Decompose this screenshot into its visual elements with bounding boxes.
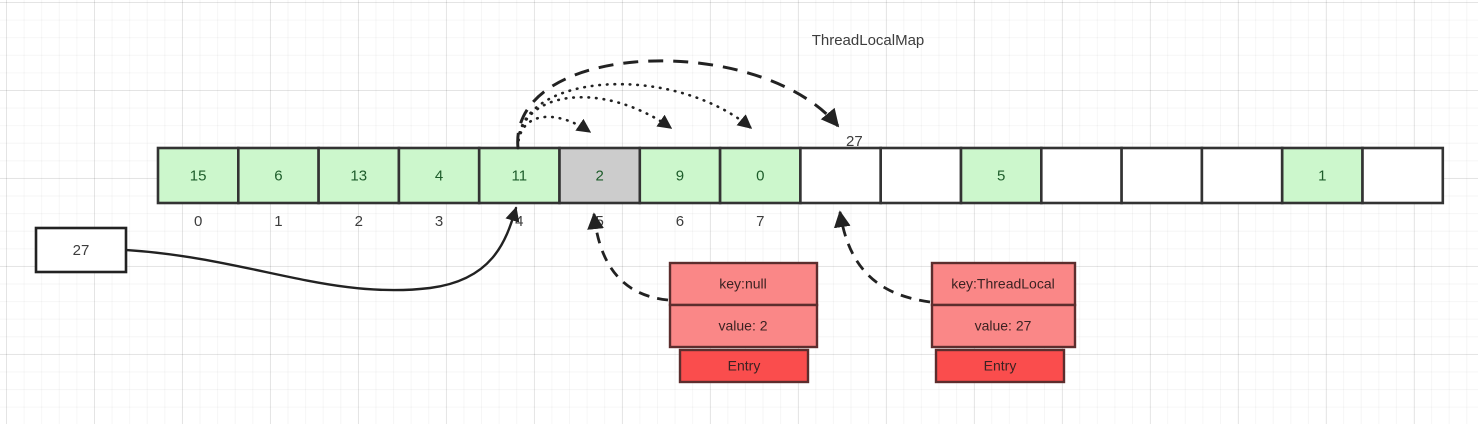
array-cell-14[interactable] [1280, 146, 1364, 205]
array-cell-value-10: 5 [997, 167, 1005, 184]
array-index-label-4: 4 [515, 213, 523, 230]
new-entry-value-cell [930, 303, 1077, 349]
array-cell-value-5: 2 [595, 167, 603, 184]
insert-arc-to-index-8 [516, 59, 840, 149]
stale-entry-footer-cell [678, 348, 810, 384]
source-value-box-rect [34, 226, 128, 274]
array-cell-value-14: 1 [1318, 167, 1326, 184]
insert-value-label: 27 [846, 133, 863, 150]
array-cell-8[interactable] [799, 146, 883, 205]
array-cell-value-3: 4 [435, 167, 443, 184]
source-to-index-4-link [124, 206, 520, 292]
stale-entry-to-index-5-link [587, 212, 669, 302]
entry-box-new: key:ThreadLocal value: 27 Entry [930, 261, 1077, 384]
stale-entry-footer-text: Entry [728, 358, 761, 374]
array-cell-value-4: 11 [512, 167, 528, 184]
entry-box-stale: key:null value: 2 Entry [668, 261, 819, 384]
array-cell-12[interactable] [1120, 146, 1204, 205]
array-cell-7[interactable] [718, 146, 802, 205]
page-title: ThreadLocalMap [812, 32, 925, 49]
array-cell-value-1: 6 [274, 167, 282, 184]
new-entry-footer-text: Entry [984, 358, 1017, 374]
array-cell-value-6: 9 [676, 167, 684, 184]
stale-entry-key-text: key:null [719, 276, 766, 292]
array-cell-value-7: 0 [756, 167, 764, 184]
array-index-label-6: 6 [676, 213, 684, 230]
stale-entry-value-text: value: 2 [718, 318, 767, 334]
stale-entry-key-cell [668, 261, 819, 307]
array-cell-1[interactable] [237, 146, 320, 205]
array-cell-0[interactable] [156, 146, 240, 205]
array-cell-10[interactable] [959, 146, 1043, 205]
array-cell-value-0: 15 [190, 167, 207, 184]
array-cell-value-2: 13 [350, 167, 367, 184]
array-index-labels: 0 1 2 3 4 5 6 7 [194, 213, 764, 230]
array-index-label-3: 3 [435, 213, 443, 230]
new-entry-key-text: key:ThreadLocal [951, 276, 1055, 292]
array-cell-5[interactable] [558, 146, 642, 205]
array-cells: 15 6 13 4 11 2 9 0 5 1 [156, 146, 1445, 205]
array-index-label-5: 5 [595, 213, 603, 230]
array-index-label-1: 1 [274, 213, 282, 230]
array-index-label-0: 0 [194, 213, 202, 230]
stale-entry-value-cell [668, 303, 819, 349]
source-value-text: 27 [73, 242, 90, 259]
array-index-label-2: 2 [355, 213, 363, 230]
array-cell-4[interactable] [477, 146, 561, 205]
source-value-box: 27 [34, 226, 128, 274]
probe-arc-to-index-5 [516, 115, 592, 150]
array-cell-6[interactable] [638, 146, 722, 205]
array-cell-15[interactable] [1361, 146, 1445, 205]
new-entry-footer-cell [934, 348, 1066, 384]
array-cell-9[interactable] [879, 146, 963, 205]
array-cell-2[interactable] [317, 146, 401, 205]
array-cell-13[interactable] [1200, 146, 1284, 205]
new-entry-to-index-8-link [833, 210, 931, 304]
probe-arc-to-index-6 [516, 95, 673, 150]
array-index-label-7: 7 [756, 213, 764, 230]
new-entry-value-text: value: 27 [975, 318, 1032, 334]
array-cell-11[interactable] [1040, 146, 1123, 205]
